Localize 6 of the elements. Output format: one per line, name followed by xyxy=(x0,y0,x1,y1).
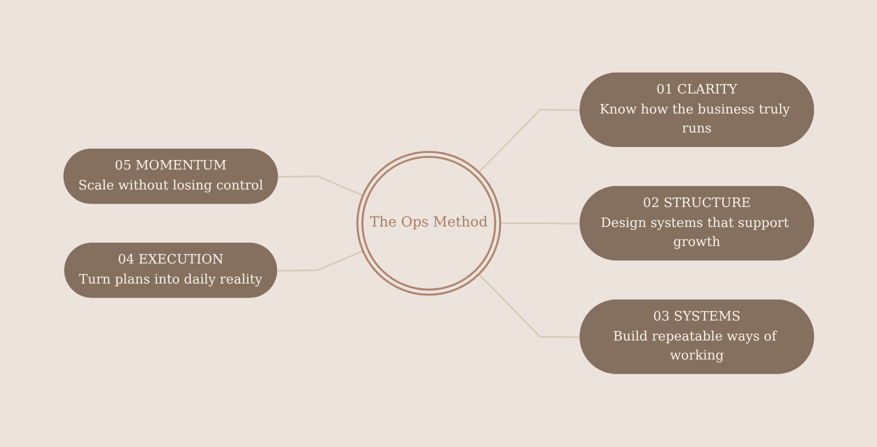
connector xyxy=(478,274,580,338)
connector xyxy=(278,176,364,196)
node-circle: The Ops Method xyxy=(356,151,501,296)
connector xyxy=(500,222,580,225)
connector xyxy=(478,109,580,174)
connector xyxy=(276,250,364,272)
